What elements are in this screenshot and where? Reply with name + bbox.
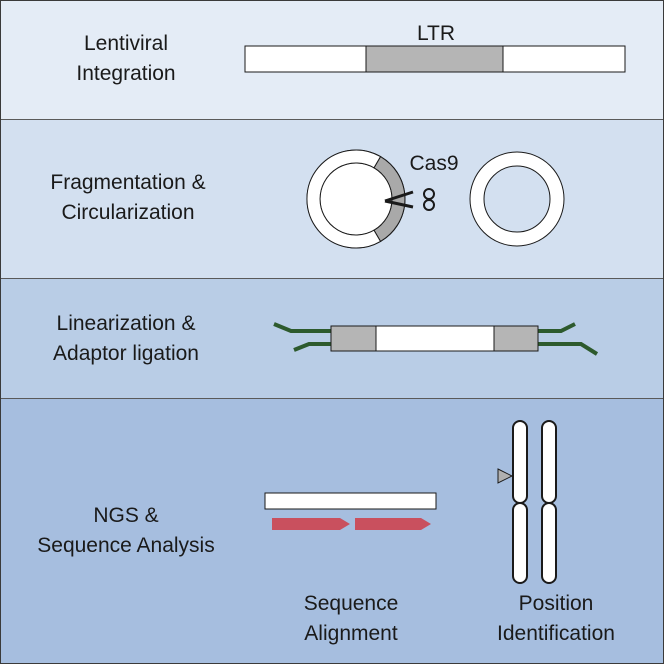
adaptor-left-bottom — [293, 342, 331, 352]
panel-divider — [1, 278, 663, 279]
position-identification-line: Position — [518, 592, 594, 615]
position-identification-line: Identification — [497, 622, 615, 645]
cas9-scissor-blade — [384, 190, 414, 203]
cas9-scissor-handle — [423, 199, 435, 211]
sequencing-read-arrow — [355, 518, 431, 530]
sequence-alignment-line: Alignment — [304, 622, 398, 645]
sequencing-read-arrow — [272, 518, 350, 530]
ltr-segment — [365, 45, 504, 73]
step-label-line: Sequence Analysis — [37, 534, 215, 557]
step-label-linearization: Linearization & Adaptor ligation — [21, 309, 231, 369]
chromosome-arm-left-lower — [512, 502, 528, 584]
circular-fragment-empty-inner — [483, 165, 551, 233]
adaptor-right-top — [538, 322, 576, 333]
panel-divider — [1, 119, 663, 120]
step-label-ngs: NGS & Sequence Analysis — [11, 501, 241, 561]
chromosome-arm-right-upper — [541, 420, 557, 504]
step-label-line: NGS & — [93, 504, 159, 527]
ltr-half-left — [330, 325, 377, 352]
step-label-fragmentation: Fragmentation & Circularization — [21, 168, 235, 228]
integration-site-marker-icon — [497, 468, 514, 484]
step-label-line: Lentiviral — [83, 32, 169, 55]
adaptor-left-top — [273, 322, 331, 333]
step-label-line: Integration — [76, 62, 176, 85]
ltr-label: LTR — [416, 22, 456, 45]
step-label-line: Linearization & — [56, 312, 196, 335]
step-label-lentiviral-integration: Lentiviral Integration — [21, 29, 231, 89]
cas9-scissor-handle — [423, 188, 435, 200]
adaptor-right-bottom — [538, 342, 599, 356]
position-identification-label: Position Identification — [471, 589, 641, 649]
ltr-half-right — [493, 325, 539, 352]
step-label-line: Fragmentation & — [50, 171, 206, 194]
sequence-alignment-line: Sequence — [303, 592, 399, 615]
step-label-line: Adaptor ligation — [53, 342, 199, 365]
chromosome-arm-right-lower — [541, 502, 557, 584]
step-label-line: Circularization — [61, 201, 195, 224]
cas9-label: Cas9 — [409, 152, 459, 175]
panel-divider — [1, 398, 663, 399]
sequence-alignment-label: Sequence Alignment — [271, 589, 431, 649]
reference-sequence-bar — [264, 492, 437, 510]
ring-backbone — [306, 149, 382, 249]
chromosome-arm-left-upper — [512, 420, 528, 504]
cas9-scissor-blade — [384, 199, 414, 209]
